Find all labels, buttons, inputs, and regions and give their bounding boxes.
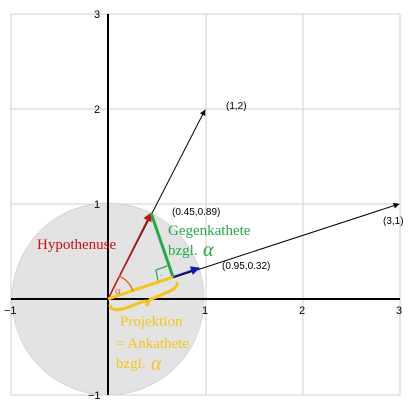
y-tick-1: 1 — [94, 199, 100, 211]
axes — [11, 14, 400, 395]
point-label-1-2: (1,2) — [226, 101, 247, 112]
right-angle-mark — [155, 265, 168, 282]
x-tick-3: 3 — [396, 305, 402, 317]
ankathete-line — [107, 275, 174, 301]
y-tick-neg1: −1 — [88, 390, 101, 402]
right-angle-dot: . — [160, 268, 163, 279]
hypotenuse-vector — [107, 212, 152, 300]
angle-alpha-label: α — [115, 285, 121, 297]
x-tick-neg1: −1 — [4, 305, 17, 317]
y-tick-3: 3 — [94, 9, 100, 21]
projektion-label: Projektion — [120, 314, 183, 330]
x-tick-2: 2 — [299, 305, 305, 317]
point-label-3-1: (3,1) — [383, 216, 404, 227]
gegenkathete-label: Gegenkathete — [168, 223, 251, 239]
grid — [10, 13, 401, 396]
y-tick-2: 2 — [94, 104, 100, 116]
ankathete-bzgl-label: bzgl. — [116, 356, 146, 372]
gegenkathete-alpha: α — [203, 239, 214, 261]
ankathete-label: = Ankathete — [116, 336, 189, 352]
projection-brace — [108, 281, 179, 312]
gegenkathete-bzgl-label: bzgl. — [168, 243, 198, 259]
ankathete-alpha: α — [151, 353, 162, 375]
angle-arc — [118, 275, 134, 292]
hypotenuse-label: Hypothenuse — [37, 237, 116, 253]
point-label-unit-a: (0.45,0.89) — [172, 207, 220, 218]
x-tick-1: 1 — [202, 305, 208, 317]
gegenkathete-line — [149, 212, 175, 278]
point-label-unit-b: (0.95,0.32) — [222, 261, 270, 272]
